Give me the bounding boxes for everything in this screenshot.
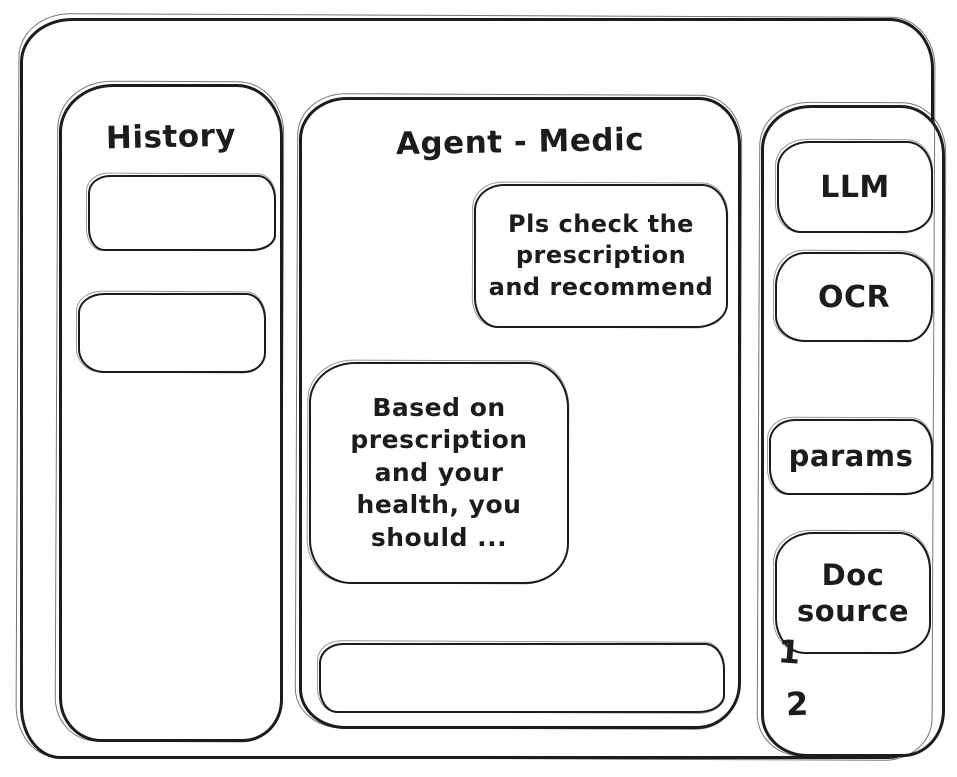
params-module-button[interactable]: params — [769, 419, 933, 495]
user-message-bubble: Pls check the prescription and recommend — [474, 184, 728, 328]
message-input-bar[interactable] — [319, 643, 725, 713]
params-module-label: params — [788, 439, 914, 474]
tools-panel: LLM OCR params Doc source 1 2 — [761, 105, 945, 757]
ocr-module-label: OCR — [817, 279, 891, 315]
user-message-text: Pls check the prescription and recommend — [488, 210, 714, 301]
chat-title: Agent - Medic — [395, 121, 645, 163]
history-item[interactable] — [88, 175, 276, 251]
doc-source-module-label: Doc source — [797, 557, 909, 628]
history-sidebar: History — [59, 84, 283, 742]
window-frame: History Agent - Medic Pls check the pres… — [20, 18, 945, 759]
doc-source-module-button[interactable]: Doc source — [775, 532, 931, 654]
history-title: History — [105, 117, 237, 157]
ocr-module-button[interactable]: OCR — [775, 252, 933, 342]
assistant-message-bubble: Based on prescription and your health, y… — [309, 362, 569, 584]
llm-module-label: LLM — [820, 169, 890, 205]
message-input[interactable] — [331, 649, 713, 707]
chat-panel: Agent - Medic Pls check the prescription… — [299, 97, 741, 729]
llm-module-button[interactable]: LLM — [777, 141, 933, 233]
history-item[interactable] — [78, 293, 266, 373]
doc-source-entry-2[interactable]: 2 — [785, 684, 810, 724]
doc-source-entry-1[interactable]: 1 — [776, 632, 803, 672]
assistant-message-text: Based on prescription and your health, y… — [350, 392, 528, 552]
